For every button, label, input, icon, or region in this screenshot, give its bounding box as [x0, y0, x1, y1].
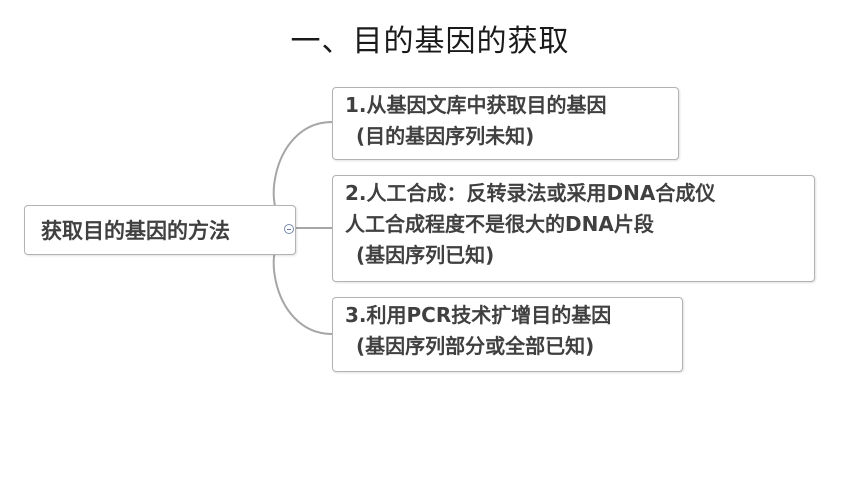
branch-1-line-1: 1.从基因文库中获取目的基因: [345, 93, 607, 117]
branch-2-line-3: (基因序列已知): [356, 243, 495, 267]
branch-3-line-1: 3.利用PCR技术扩增目的基因: [345, 303, 612, 327]
root-node[interactable]: 获取目的基因的方法: [24, 205, 296, 255]
branch-2-line-2: 人工合成程度不是很大的DNA片段: [345, 212, 654, 236]
branch-3-line-2: (基因序列部分或全部已知): [356, 334, 595, 358]
page-title: 一、目的基因的获取: [290, 24, 570, 59]
branch-1-line-2: (目的基因序列未知): [356, 124, 535, 148]
branch-node-gene-library[interactable]: 1.从基因文库中获取目的基因 (目的基因序列未知): [332, 87, 679, 160]
collapse-minus-icon[interactable]: [284, 224, 294, 234]
branch-2-line-1: 2.人工合成：反转录法或采用DNA合成仪: [345, 181, 716, 205]
branch-node-artificial-synthesis[interactable]: 2.人工合成：反转录法或采用DNA合成仪 人工合成程度不是很大的DNA片段 (基…: [332, 175, 815, 282]
branch-node-pcr[interactable]: 3.利用PCR技术扩增目的基因 (基因序列部分或全部已知): [332, 297, 683, 372]
root-node-label: 获取目的基因的方法: [41, 219, 230, 243]
